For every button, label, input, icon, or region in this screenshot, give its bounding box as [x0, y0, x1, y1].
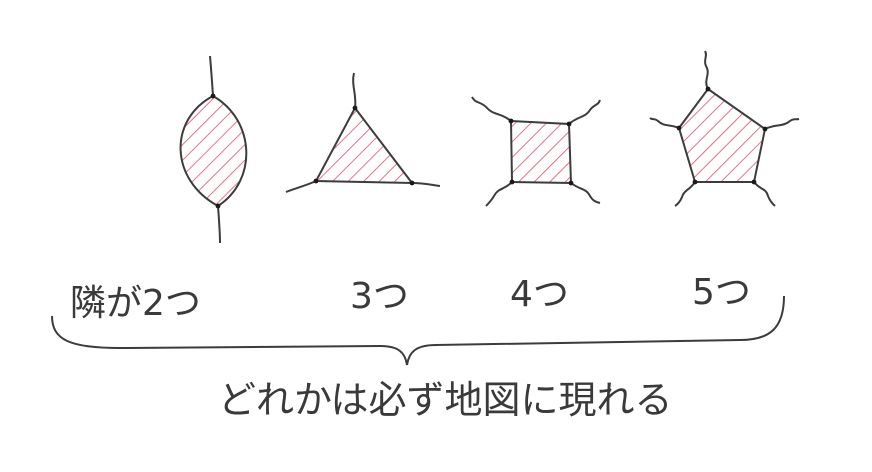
label-two-neighbors: 隣が2つ [70, 283, 201, 324]
lens-hatch [179, 94, 248, 208]
edge-left [285, 180, 317, 193]
label-five: 5つ [692, 272, 751, 313]
caption: どれかは必ず地図に現れる [218, 378, 672, 422]
region-three-neighbors [285, 72, 441, 193]
edge-top [209, 55, 214, 97]
edge-left [649, 117, 680, 129]
edge-right [764, 118, 800, 130]
square-hatch [509, 119, 573, 185]
edge-right [411, 182, 441, 187]
edge-bottom-right [570, 182, 601, 204]
label-three: 3つ [350, 276, 409, 317]
region-five-neighbors [649, 50, 800, 207]
edge-bottom-left [674, 181, 696, 207]
edge-top-right [568, 99, 601, 125]
region-four-neighbors [471, 96, 601, 207]
edge-top [352, 72, 357, 109]
region-two-neighbors [179, 55, 248, 244]
edge-top [704, 50, 709, 90]
triangle-hatch [314, 106, 415, 185]
curly-brace [51, 295, 785, 366]
label-four: 4つ [510, 274, 569, 315]
edge-bottom [217, 205, 221, 244]
edge-bottom-right [753, 181, 776, 207]
pentagon-hatch [677, 87, 767, 183]
edge-top-left [471, 96, 512, 122]
edge-bottom-left [485, 181, 513, 207]
